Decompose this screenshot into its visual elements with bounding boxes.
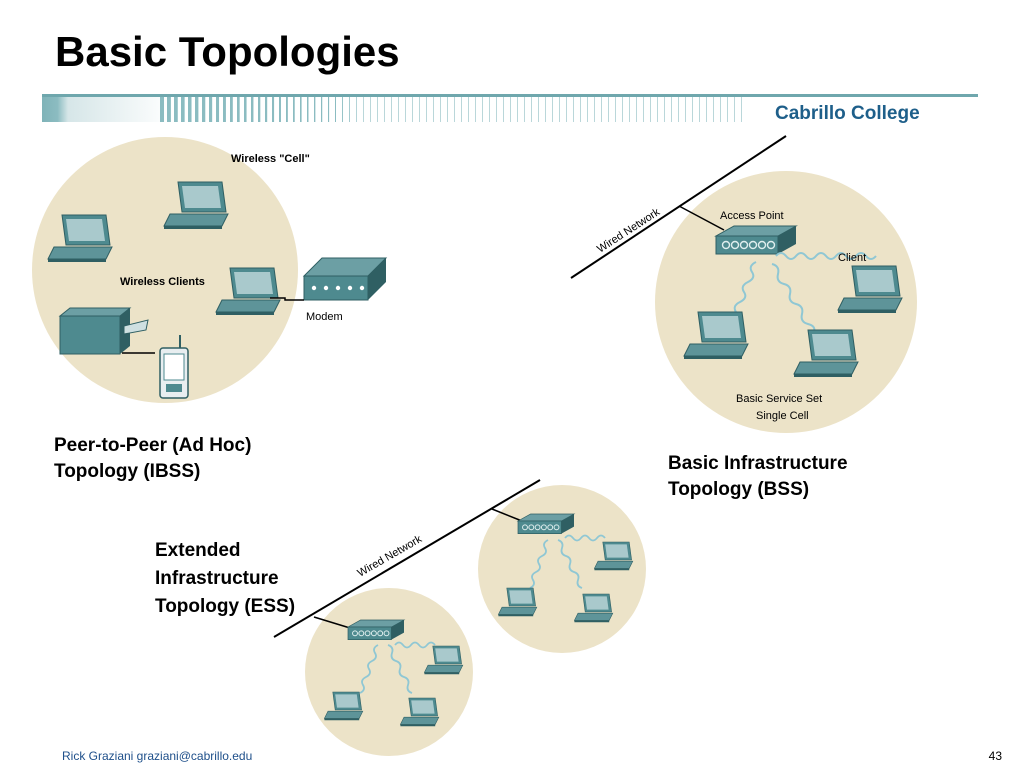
footer-author: Rick Graziani graziani@cabrillo.edu xyxy=(62,749,253,763)
single-cell-label: Single Cell xyxy=(756,410,809,422)
modem-label: Modem xyxy=(306,311,343,323)
wired-network-line xyxy=(570,135,787,279)
access-point-icon xyxy=(517,513,575,535)
ess-caption-line1: Extended xyxy=(155,540,241,561)
access-point-label: Access Point xyxy=(720,210,784,222)
wired-network-line xyxy=(273,479,541,638)
ibss-caption: Peer-to-Peer (Ad Hoc) Topology (IBSS) xyxy=(54,433,251,485)
ibss-caption-line2: Topology (IBSS) xyxy=(54,461,201,482)
ess-caption-line2: Infrastructure xyxy=(155,568,279,589)
ibss-caption-line1: Peer-to-Peer (Ad Hoc) xyxy=(54,435,252,456)
ess-caption: Extended Infrastructure Topology (ESS) xyxy=(155,537,295,621)
access-point-icon xyxy=(715,225,797,255)
wireless-cell-label: Wireless "Cell" xyxy=(231,153,310,165)
access-point-icon xyxy=(347,619,405,641)
page-title: Basic Topologies xyxy=(55,28,400,75)
basic-service-set-label: Basic Service Set xyxy=(736,393,822,405)
client-label: Client xyxy=(838,252,866,264)
bss-caption-line2: Topology (BSS) xyxy=(668,479,810,500)
page-number: 43 xyxy=(988,749,1002,763)
header-banner xyxy=(42,94,978,122)
wireless-link xyxy=(771,263,816,333)
bss-caption-line1: Basic Infrastructure xyxy=(668,453,848,474)
wired-network-label: Wired Network xyxy=(356,533,425,580)
wired-network-label: Wired Network xyxy=(595,206,662,256)
bss-caption: Basic Infrastructure Topology (BSS) xyxy=(668,451,848,503)
wireless-link xyxy=(775,252,877,260)
wireless-link xyxy=(733,261,757,313)
modem-icon xyxy=(302,257,388,301)
ess-caption-line3: Topology (ESS) xyxy=(155,596,296,617)
pda-icon xyxy=(159,335,189,399)
brand-logo-text: Cabrillo College xyxy=(775,103,920,124)
wireless-clients-label: Wireless Clients xyxy=(120,276,205,288)
printer-icon xyxy=(58,307,149,355)
